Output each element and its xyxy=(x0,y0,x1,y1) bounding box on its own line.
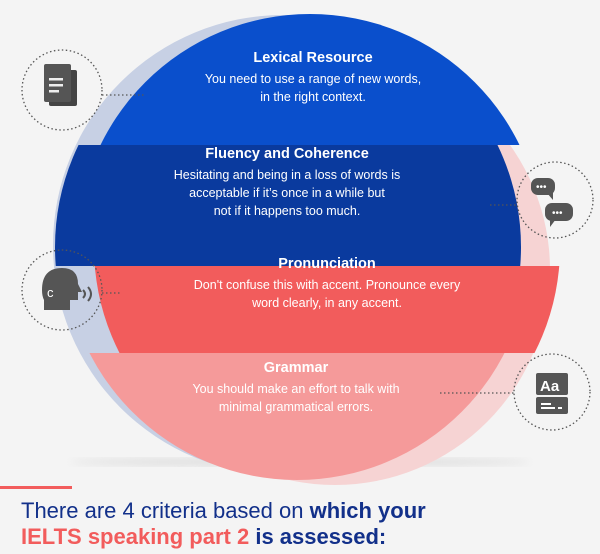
font-aa-icon: Aa xyxy=(536,373,568,414)
criterion-pronunciation: Pronunciation Don't confuse this with ac… xyxy=(193,256,461,310)
band-fluency xyxy=(55,145,521,266)
band-lexical xyxy=(100,14,520,145)
accent-line xyxy=(0,486,72,489)
criterion-fluency: Fluency and Coherence Hesitating and bei… xyxy=(173,146,401,218)
document-icon xyxy=(44,64,77,106)
icon-ring xyxy=(21,249,103,331)
svg-text:Aa: Aa xyxy=(540,378,560,395)
footer-heading: There are 4 criteria based on which your… xyxy=(21,498,426,549)
speaking-head-icon: c xyxy=(42,268,92,310)
band-pronunciation xyxy=(94,266,560,353)
svg-text:•••: ••• xyxy=(552,208,563,219)
criterion-lexical: Lexical Resource You need to use a range… xyxy=(204,50,422,104)
icon-ring xyxy=(516,161,594,239)
chat-bubbles-icon: ••• ••• xyxy=(531,178,573,227)
criterion-grammar: Grammar You should make an effort to tal… xyxy=(192,360,400,414)
svg-text:c: c xyxy=(47,285,54,300)
band-grammar xyxy=(89,353,505,480)
icon-ring xyxy=(513,353,591,431)
svg-text:•••: ••• xyxy=(536,182,547,193)
icon-ring xyxy=(21,49,103,131)
